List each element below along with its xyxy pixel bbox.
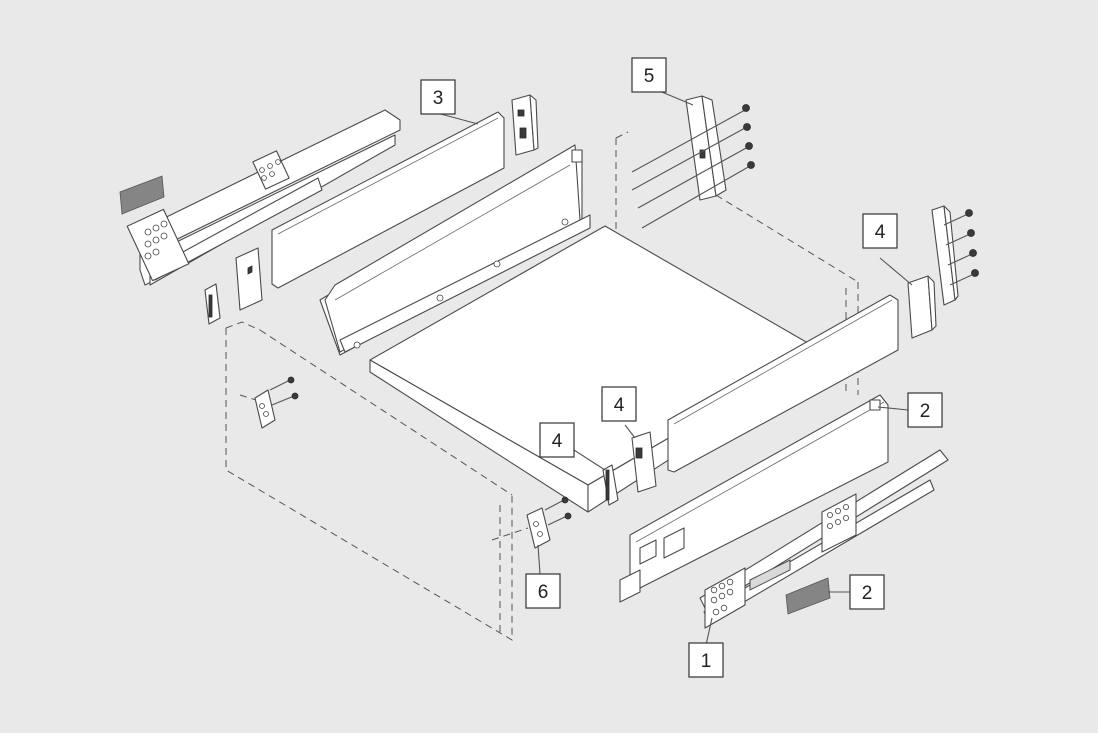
callout-1: 1 (688, 642, 724, 678)
callout-4-right-text: 4 (875, 222, 886, 243)
drawer-side-left (319, 144, 591, 356)
callout-2-lower-text: 2 (862, 583, 873, 604)
connector-4-low (602, 464, 619, 506)
callout-4-mid-text: 4 (614, 395, 625, 416)
callout-4-mid: 4 (601, 386, 637, 422)
callout-4-low-text: 4 (552, 431, 563, 452)
bracket-left-2 (204, 283, 221, 325)
callout-4-low: 4 (539, 422, 575, 458)
runner-right (699, 449, 949, 629)
bracket-top (511, 94, 539, 156)
callout-4-right: 4 (862, 213, 898, 249)
callout-5: 5 (631, 57, 667, 93)
front-fitting-6 (491, 496, 572, 549)
callout-3-text: 3 (433, 88, 444, 109)
bracket-left-1 (235, 247, 263, 311)
left-cabinet-panel (225, 321, 513, 641)
leader-lines (436, 89, 913, 646)
callout-2-upper-text: 2 (920, 401, 931, 422)
callout-5-text: 5 (644, 66, 655, 87)
callout-2-upper: 2 (907, 392, 943, 428)
back-bracket-5 (631, 95, 755, 229)
inner-panel-front (667, 294, 899, 473)
callout-1-text: 1 (701, 651, 712, 672)
back-bracket-right (931, 205, 979, 306)
callout-3: 3 (420, 79, 456, 115)
drawer-side-right (619, 394, 889, 603)
callout-2-lower: 2 (849, 574, 885, 610)
front-fitting-upper (239, 376, 299, 429)
runner-left (119, 109, 401, 286)
connector-4-mid (631, 431, 657, 493)
inner-panel-3 (271, 111, 505, 289)
connector-4-right (907, 275, 937, 339)
callout-6-text: 6 (538, 582, 549, 603)
callout-6: 6 (525, 573, 561, 609)
